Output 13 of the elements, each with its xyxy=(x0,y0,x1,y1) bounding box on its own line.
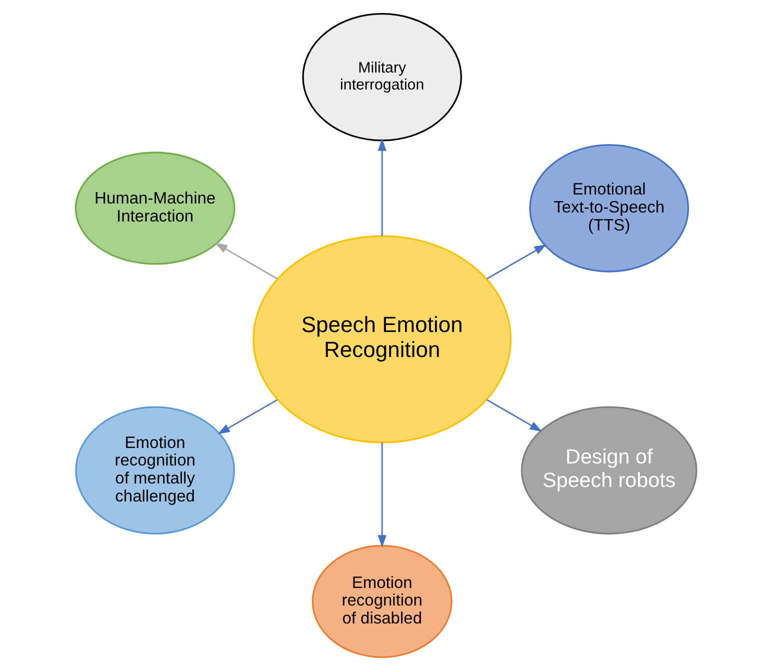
node-ellipse: Human-Machine Interaction xyxy=(74,152,235,265)
node-ellipse: Emotion recognition of mentally challenged xyxy=(74,406,234,534)
arrow xyxy=(377,442,386,548)
arrow xyxy=(214,242,278,280)
arrow xyxy=(486,244,546,280)
arrow xyxy=(217,399,278,434)
node-ellipse: Emotional Text-to-Speech (TTS) xyxy=(528,144,689,272)
node-ellipse: Emotion recognition of disabled xyxy=(311,544,452,658)
node-ellipse: Design of Speech robots xyxy=(520,406,697,534)
node-ellipse: Speech Emotion Recognition xyxy=(252,235,512,444)
arrow xyxy=(377,138,386,236)
node-ellipse: Military interrogation xyxy=(302,13,462,142)
arrow xyxy=(486,399,542,432)
